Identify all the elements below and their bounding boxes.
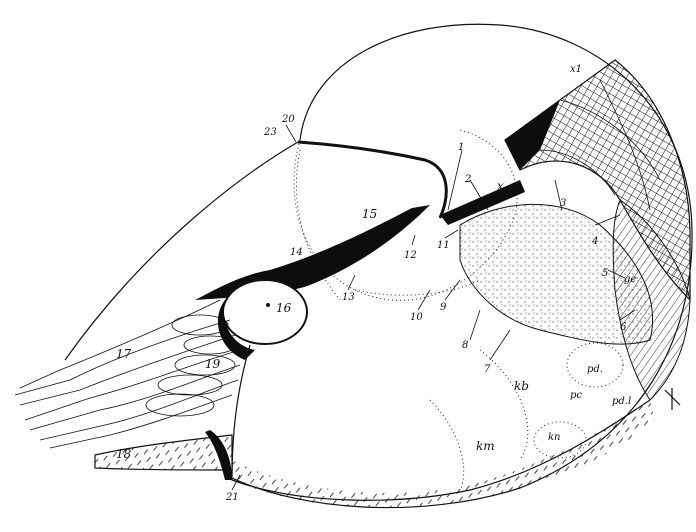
label-2: 2 bbox=[464, 174, 471, 185]
organ-boundary-2 bbox=[430, 400, 464, 490]
hood-dark bbox=[195, 205, 430, 300]
label-15: 15 bbox=[362, 207, 377, 221]
label-21: 21 bbox=[225, 492, 239, 503]
label-17: 17 bbox=[116, 347, 132, 361]
label-20: 20 bbox=[281, 114, 295, 125]
label-1: 1 bbox=[458, 142, 464, 153]
label-19: 19 bbox=[205, 357, 221, 371]
label-pdl: pd.l bbox=[612, 396, 631, 407]
label-10: 10 bbox=[410, 312, 423, 323]
eye-pupil bbox=[266, 303, 270, 307]
label-x: x bbox=[497, 179, 504, 193]
tentacle-bundle bbox=[15, 300, 240, 448]
label-23: 23 bbox=[263, 127, 277, 138]
eye bbox=[223, 280, 307, 344]
label-kb: kb bbox=[514, 379, 529, 393]
label-pd: pd. bbox=[587, 364, 603, 375]
label-7: 7 bbox=[484, 364, 491, 375]
label-9: 9 bbox=[440, 302, 447, 313]
label-6: 6 bbox=[620, 322, 627, 333]
label-4: 4 bbox=[591, 236, 598, 247]
margin-mark bbox=[665, 388, 680, 410]
label-16: 16 bbox=[276, 301, 292, 315]
label-3: 3 bbox=[560, 198, 566, 209]
label-kn: kn bbox=[548, 432, 561, 443]
label-14: 14 bbox=[290, 247, 303, 258]
label-12: 12 bbox=[404, 250, 417, 261]
label-pc: pc bbox=[570, 390, 582, 401]
label-km: km bbox=[476, 439, 495, 453]
label-8: 8 bbox=[462, 340, 468, 351]
label-18: 18 bbox=[116, 447, 132, 461]
label-x1: x1 bbox=[570, 64, 582, 75]
label-13: 13 bbox=[342, 292, 355, 303]
label-11: 11 bbox=[437, 240, 450, 251]
label-5: 5 bbox=[602, 268, 608, 279]
body-hatch-base bbox=[232, 400, 655, 508]
label-ge: ge bbox=[624, 274, 636, 285]
